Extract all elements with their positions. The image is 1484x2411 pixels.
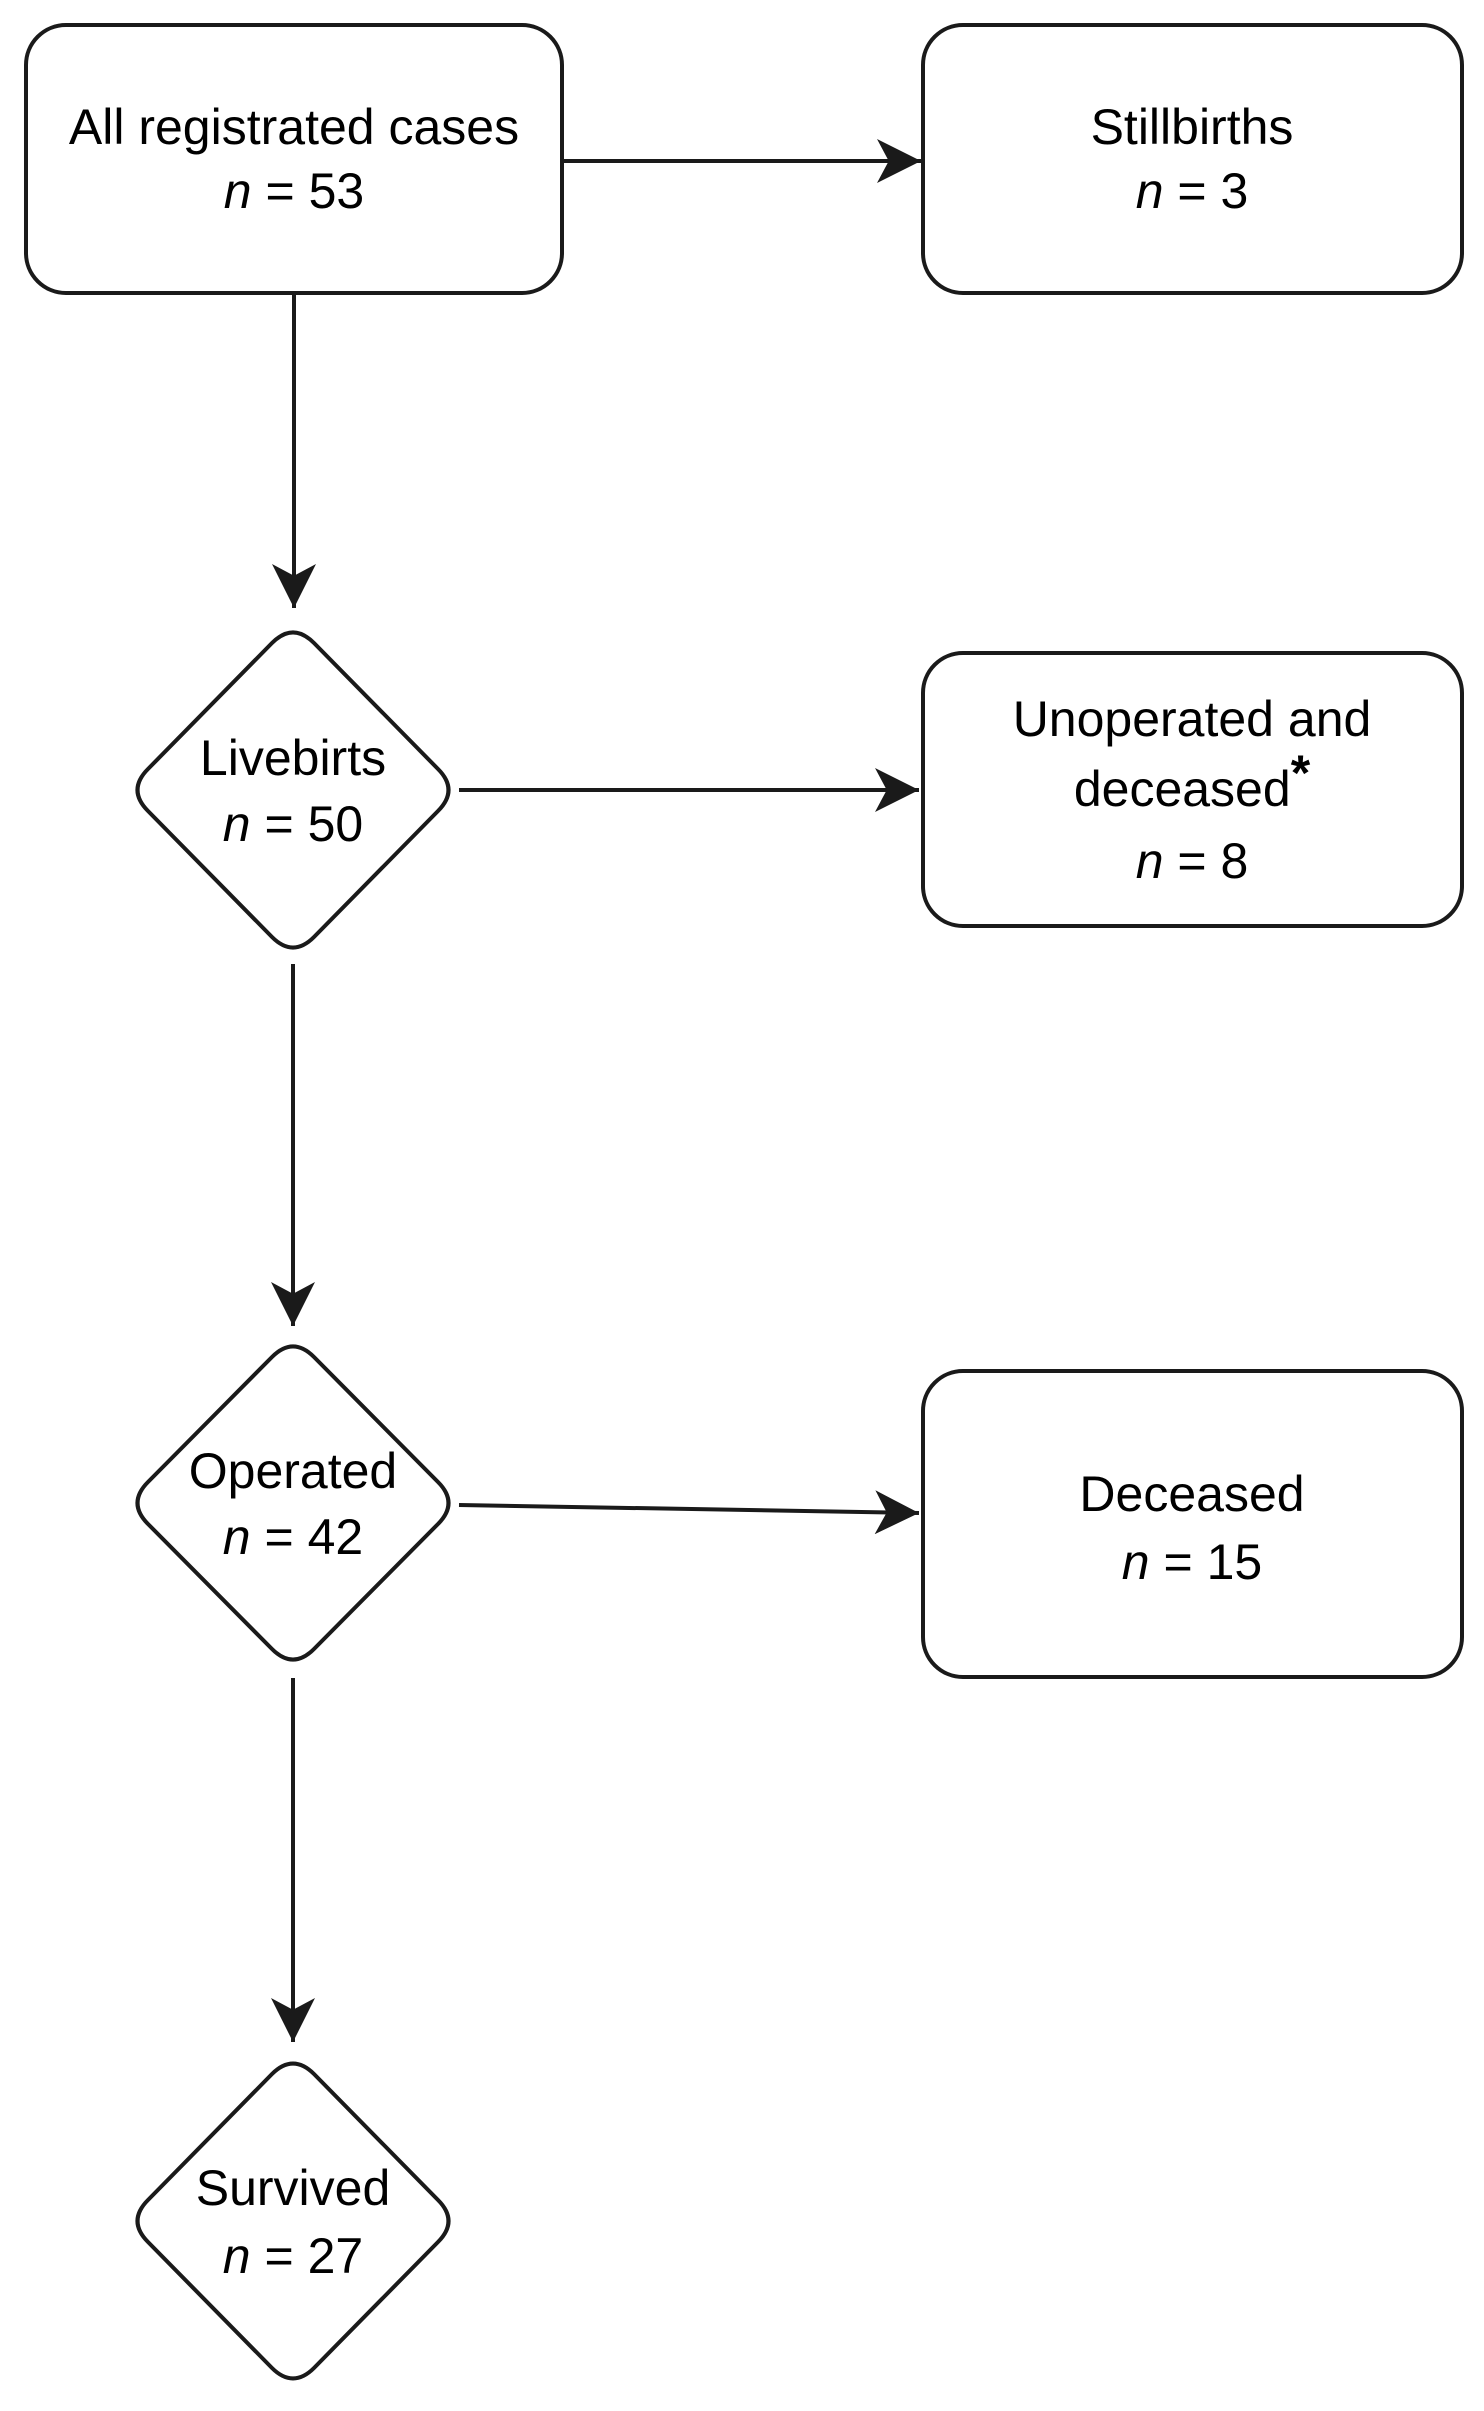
node-unoperated-deceased: Unoperated and deceased* n = 8 bbox=[921, 651, 1464, 928]
node-label: Survived bbox=[196, 2160, 391, 2216]
diamond-shape bbox=[135, 2061, 451, 2381]
node-count: n = 8 bbox=[1136, 833, 1249, 889]
node-count: n = 42 bbox=[223, 1509, 363, 1565]
node-label: Operated bbox=[189, 1443, 397, 1499]
node-survived: Survived n = 27 bbox=[135, 2061, 451, 2381]
node-label-line1: Unoperated and bbox=[1013, 691, 1372, 747]
node-count: n = 50 bbox=[223, 796, 363, 852]
node-label: Livebirts bbox=[200, 730, 386, 786]
node-count: n = 3 bbox=[1136, 163, 1249, 219]
rounded-rect-shape bbox=[921, 1369, 1464, 1679]
diamond-shape bbox=[135, 1344, 451, 1662]
node-label: Deceased bbox=[1079, 1466, 1304, 1522]
node-deceased: Deceased n = 15 bbox=[921, 1369, 1464, 1679]
node-stillbirths: Stillbirths n = 3 bbox=[921, 23, 1464, 295]
rounded-rect-shape bbox=[921, 651, 1464, 928]
rounded-rect-shape bbox=[24, 23, 564, 295]
node-count: n = 27 bbox=[223, 2228, 363, 2284]
node-label-line2: deceased* bbox=[1074, 745, 1311, 817]
edge-operated-to-deceased bbox=[458, 1490, 920, 1535]
node-label: All registrated cases bbox=[69, 99, 519, 155]
node-label: Stillbirths bbox=[1091, 99, 1294, 155]
node-count: n = 15 bbox=[1122, 1534, 1262, 1590]
node-operated: Operated n = 42 bbox=[135, 1344, 451, 1662]
node-livebirths: Livebirts n = 50 bbox=[135, 630, 451, 950]
diamond-shape bbox=[135, 630, 451, 950]
edges-layer bbox=[271, 139, 921, 2042]
node-all-registrated-cases: All registrated cases n = 53 bbox=[24, 23, 564, 295]
node-count: n = 53 bbox=[224, 163, 364, 219]
rounded-rect-shape bbox=[921, 23, 1464, 295]
